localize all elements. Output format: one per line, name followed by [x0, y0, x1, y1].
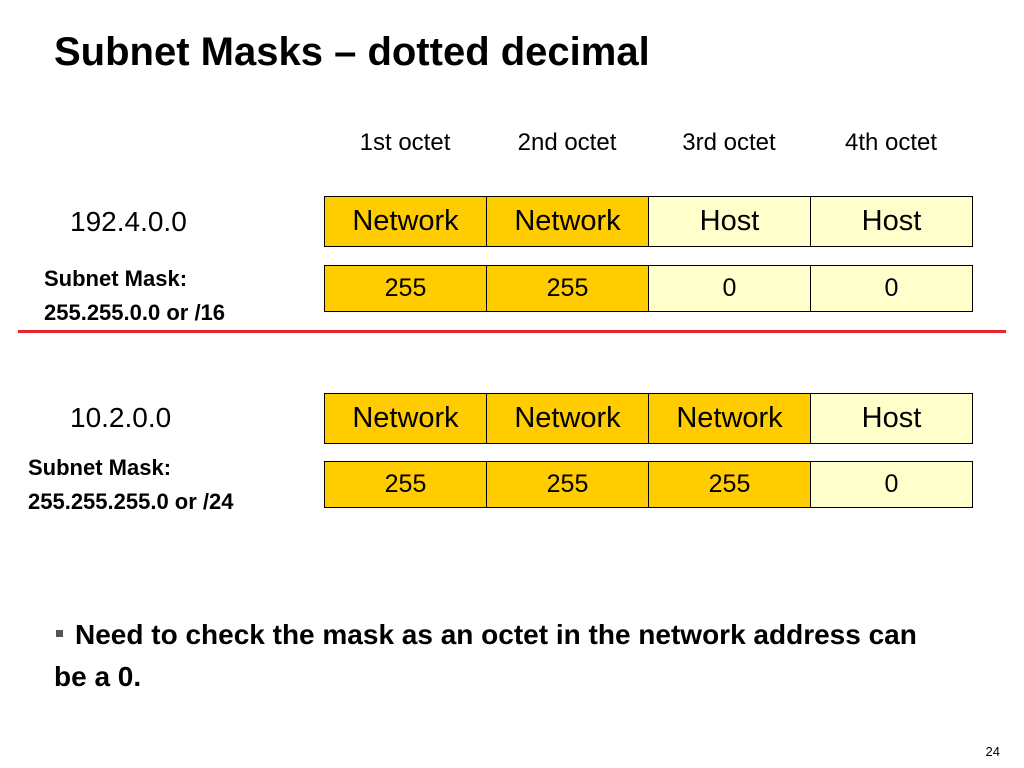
example-2-part-4: Host [811, 394, 973, 444]
slide-title: Subnet Masks – dotted decimal [54, 30, 650, 74]
example-2-part-3: Network [649, 394, 811, 444]
page-number: 24 [985, 744, 1000, 759]
example-1-mask-values-row: 255 255 0 0 [324, 265, 973, 312]
section-divider [18, 330, 1006, 333]
example-2-address: 10.2.0.0 [70, 402, 172, 433]
octet-header-4: 4th octet [844, 129, 938, 156]
example-1-part-4: Host [811, 197, 973, 247]
example-2-mask-value-3: 255 [649, 462, 811, 508]
example-2-mask-value-1: 255 [325, 462, 487, 508]
example-2-mask-label-line2: 255.255.255.0 or /24 [28, 489, 234, 514]
octet-header-2: 2nd octet [517, 129, 617, 156]
example-1-mask-value-2: 255 [487, 266, 649, 312]
example-2-mask-values-row: 255 255 255 0 [324, 461, 973, 508]
example-1-part-1: Network [325, 197, 487, 247]
example-1-part-3: Host [649, 197, 811, 247]
example-1-mask-value-4: 0 [811, 266, 973, 312]
example-1-mask-label-line2: 255.255.0.0 or /16 [44, 300, 226, 325]
example-2-mask-label-line1: Subnet Mask: [28, 455, 172, 480]
example-2-mask-value-2: 255 [487, 462, 649, 508]
octet-header-3: 3rd octet [682, 129, 776, 156]
octet-header-1: 1st octet [359, 129, 451, 156]
example-1-mask-value-1: 255 [325, 266, 487, 312]
example-1-octet-parts-row: Network Network Host Host [324, 196, 973, 247]
example-1-part-2: Network [487, 197, 649, 247]
square-bullet-icon [56, 630, 63, 638]
example-2-part-1: Network [325, 394, 487, 444]
example-2-mask-value-4: 0 [811, 462, 973, 508]
bullet-point: Need to check the mask as an octet in th… [54, 614, 954, 698]
bullet-text: Need to check the mask as an octet in th… [54, 619, 917, 692]
example-1-mask-label-line1: Subnet Mask: [44, 266, 188, 291]
example-1-address: 192.4.0.0 [70, 206, 187, 237]
example-2-octet-parts-row: Network Network Network Host [324, 393, 973, 444]
example-2-part-2: Network [487, 394, 649, 444]
example-1-mask-value-3: 0 [649, 266, 811, 312]
